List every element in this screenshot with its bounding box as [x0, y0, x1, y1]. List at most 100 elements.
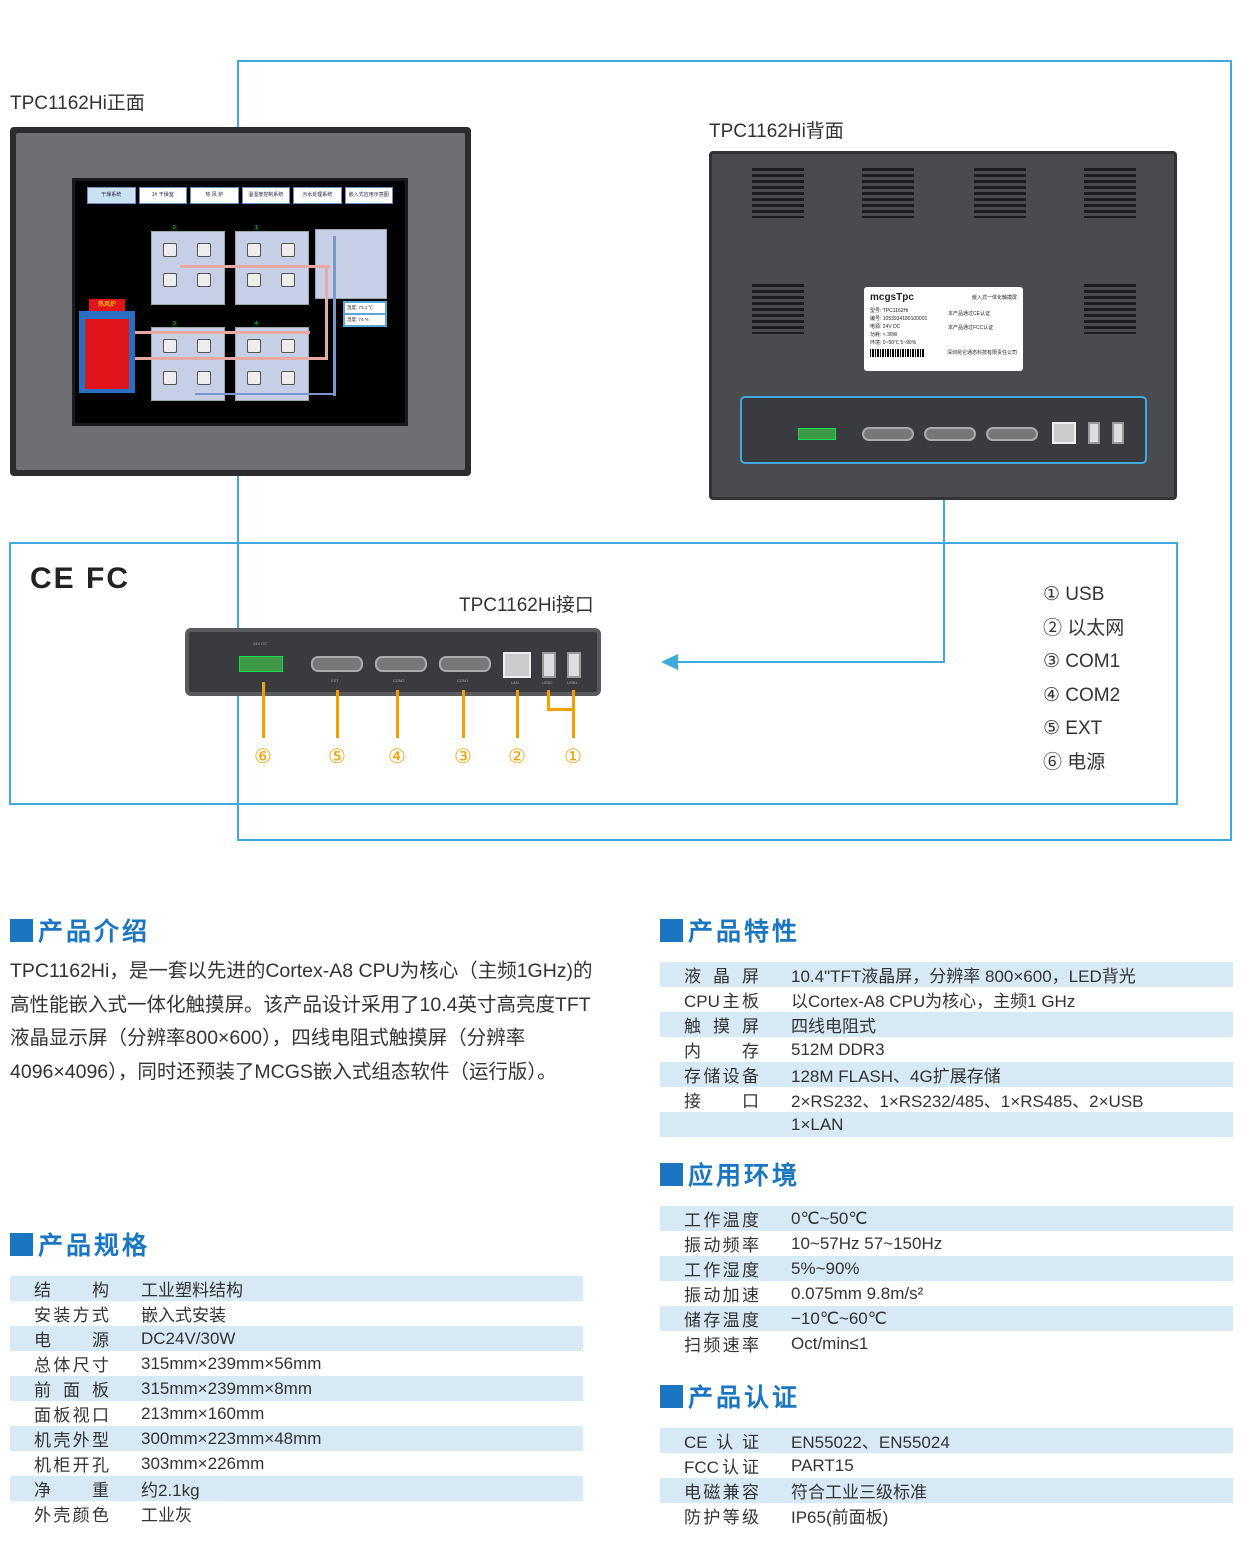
row-label: 前面板 [34, 1381, 109, 1400]
mcgs-logo: mcgsTpc [870, 292, 914, 303]
table-row: 振动加速 0.075mm 9.8m/s² [660, 1281, 1233, 1306]
room-number: 3 [171, 321, 178, 327]
plate-product: 嵌入式一体化触摸屏 [971, 295, 1017, 301]
temperature-readout: 温度: 73.1 ℃ [345, 303, 385, 313]
row-value: 工业灰 [141, 1506, 192, 1525]
marker-5: ⑤ [328, 746, 346, 768]
legend-item: ② 以太网 [1043, 617, 1125, 639]
row-value: 工业塑料结构 [141, 1281, 243, 1300]
back-label: TPC1162Hi背面 [709, 121, 844, 142]
row-value: 2×RS232、1×RS232/485、1×RS485、2×USB [791, 1092, 1144, 1111]
screen-tab: 嵌入式应用示意图 [344, 187, 393, 204]
row-label: 工作湿度 [684, 1261, 759, 1280]
row-value: 10~57Hz 57~150Hz [791, 1233, 943, 1253]
table-row: CPU主板以Cortex-A8 CPU为核心，主频1 GHz [660, 987, 1233, 1012]
row-label: 总体尺寸 [34, 1356, 109, 1375]
screen-tab: 热 风 炉 [190, 187, 239, 204]
port-label: USB1 [567, 680, 578, 685]
screen-tab: 污水处理系统 [293, 187, 342, 204]
row-label: 安装方式 [34, 1306, 109, 1325]
port-label: COM1 [457, 678, 469, 683]
row-label: 外壳颜色 [34, 1506, 109, 1525]
front-label: TPC1162Hi正面 [10, 93, 145, 114]
row-value: 符合工业三级标准 [791, 1483, 927, 1502]
screen-tab: 温湿度控制系统 [241, 187, 290, 204]
connector-line [943, 500, 945, 663]
row-value: IP65(前面板) [791, 1508, 889, 1527]
row-value: 128M FLASH、4G扩展存储 [791, 1067, 1001, 1086]
connector-line [676, 661, 945, 663]
port-legend: ① USB ② 以太网 ③ COM1 ④ COM2 ⑤ EXT ⑥ 电源 [1043, 578, 1124, 779]
row-value: −10℃~60℃ [791, 1308, 887, 1328]
table-row: 安装方式 嵌入式安装 [10, 1301, 583, 1326]
row-label: 内存 [684, 1042, 759, 1061]
table-row: 振动频率 10~57Hz 57~150Hz [660, 1231, 1233, 1256]
marker-4: ④ [388, 746, 406, 768]
row-label: 机壳外型 [34, 1431, 109, 1450]
back-device-image: mcgsTpc 嵌入式一体化触摸屏 型号: TPC1162Hi 编号: 1053… [709, 151, 1177, 500]
row-label: CPU主板 [684, 992, 759, 1011]
table-row: 净重 约2.1kg [10, 1476, 583, 1501]
row-value: 0℃~50℃ [791, 1208, 868, 1228]
row-value: 四线电阻式 [791, 1017, 876, 1036]
drying-room-3 [151, 327, 225, 401]
section-title-environment: 应用环境 [660, 1156, 800, 1192]
room-number: 2 [171, 225, 178, 231]
row-value: 0.075mm 9.8m/s² [791, 1283, 924, 1303]
drying-room-1 [235, 231, 309, 305]
marker-3: ③ [454, 746, 472, 768]
legend-item: ① USB [1043, 584, 1105, 605]
row-label: 振动频率 [684, 1236, 759, 1255]
table-row: 触摸屏四线电阻式 [660, 1012, 1233, 1037]
drying-room-2 [151, 231, 225, 305]
table-row: 电磁兼容 符合工业三级标准 [660, 1478, 1233, 1503]
plate-line: 编号: 1053934180100001 [870, 316, 928, 322]
intro-text: TPC1162Hi，是一套以先进的Cortex-A8 CPU为核心（主频1GHz… [10, 960, 593, 1083]
table-row: 结构 工业塑料结构 [10, 1276, 583, 1301]
screen-tab: 干燥系统 [87, 187, 136, 204]
plate-line: 型号: TPC1162Hi [870, 308, 909, 314]
row-value: Oct/min≤1 [791, 1333, 869, 1353]
legend-item: ⑥ 电源 [1043, 751, 1106, 773]
row-label: 液晶屏 [684, 967, 759, 986]
row-value: 5%~90% [791, 1258, 860, 1278]
row-value: 213mm×160mm [141, 1403, 265, 1423]
row-value: 303mm×226mm [141, 1453, 265, 1473]
row-value: 300mm×223mm×48mm [141, 1428, 322, 1448]
marker-6: ⑥ [254, 746, 272, 768]
row-label: 电磁兼容 [684, 1483, 759, 1502]
port-label: LAN [511, 680, 519, 685]
row-label: 储存温度 [684, 1311, 759, 1330]
row-label: 净重 [34, 1481, 109, 1500]
ce-fcc-icons: CE FC [30, 562, 130, 595]
drying-room-4 [235, 327, 309, 401]
room-number: 1 [253, 225, 260, 231]
barcode [870, 349, 925, 357]
table-row: 外壳颜色 工业灰 [10, 1501, 583, 1526]
hot-air-furnace: 热风炉 [79, 299, 135, 393]
row-label: 结构 [34, 1281, 109, 1300]
row-label: 接口 [684, 1092, 759, 1111]
row-label: 电源 [34, 1331, 109, 1350]
legend-item: ④ COM2 [1043, 684, 1121, 706]
table-row: 机壳外型 300mm×223mm×48mm [10, 1426, 583, 1451]
row-value: 嵌入式安装 [141, 1306, 226, 1325]
interface-device-image: 24V DC EXT COM2 COM1 LAN USB2 USB1 [185, 628, 601, 696]
row-value: 约2.1kg [141, 1481, 200, 1500]
row-label: 振动加速 [684, 1286, 759, 1305]
section-title-specs: 产品规格 [10, 1226, 150, 1262]
plate-ce-note: 本产品通过CE认证 [948, 311, 990, 317]
